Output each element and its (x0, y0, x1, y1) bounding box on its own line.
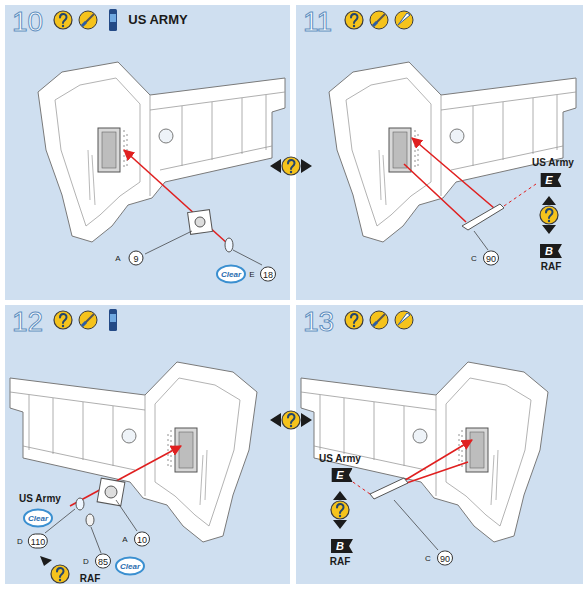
parts-step-12 (45, 446, 181, 553)
step-panel: 11 (296, 5, 583, 300)
callout-number: 9 (129, 251, 144, 266)
parts-step-10 (124, 150, 262, 265)
version-name: RAF (80, 573, 101, 584)
version-heading: US ARMY (128, 12, 187, 27)
step-number: 10 (12, 6, 43, 38)
sprue-letter: A (122, 535, 127, 544)
callout-number: 18 (260, 267, 276, 282)
step-panel: 10 (5, 5, 290, 300)
callout-number: 110 (28, 534, 48, 549)
version-name: RAF (330, 556, 351, 567)
callout-number: 90 (483, 251, 499, 266)
sprue-letter: A (115, 254, 120, 263)
step-number: 13 (303, 306, 334, 338)
sprue-letter: C (425, 554, 431, 563)
choice-selectors (40, 157, 558, 583)
callout-number: 85 (95, 554, 111, 569)
sprue-letter: C (471, 254, 477, 263)
step-number: 11 (303, 6, 332, 38)
step-number: 12 (12, 306, 43, 338)
version-name: US Army (532, 157, 574, 168)
icons (54, 9, 413, 331)
sprue-letter: E (249, 270, 254, 279)
version-name: US Army (19, 493, 61, 504)
callout-number: 90 (437, 551, 453, 566)
clear-part-badge: Clear (216, 265, 246, 284)
clear-part-badge: Clear (23, 509, 53, 528)
version-name: US Army (319, 453, 361, 464)
clear-part-badge: Clear (115, 557, 145, 576)
version-name: RAF (541, 261, 562, 272)
parts-step-13 (350, 440, 472, 550)
callout-number: 10 (134, 532, 150, 547)
sprue-letter: D (17, 537, 23, 546)
parts-step-11 (404, 138, 536, 250)
sprue-letter: D (83, 557, 89, 566)
